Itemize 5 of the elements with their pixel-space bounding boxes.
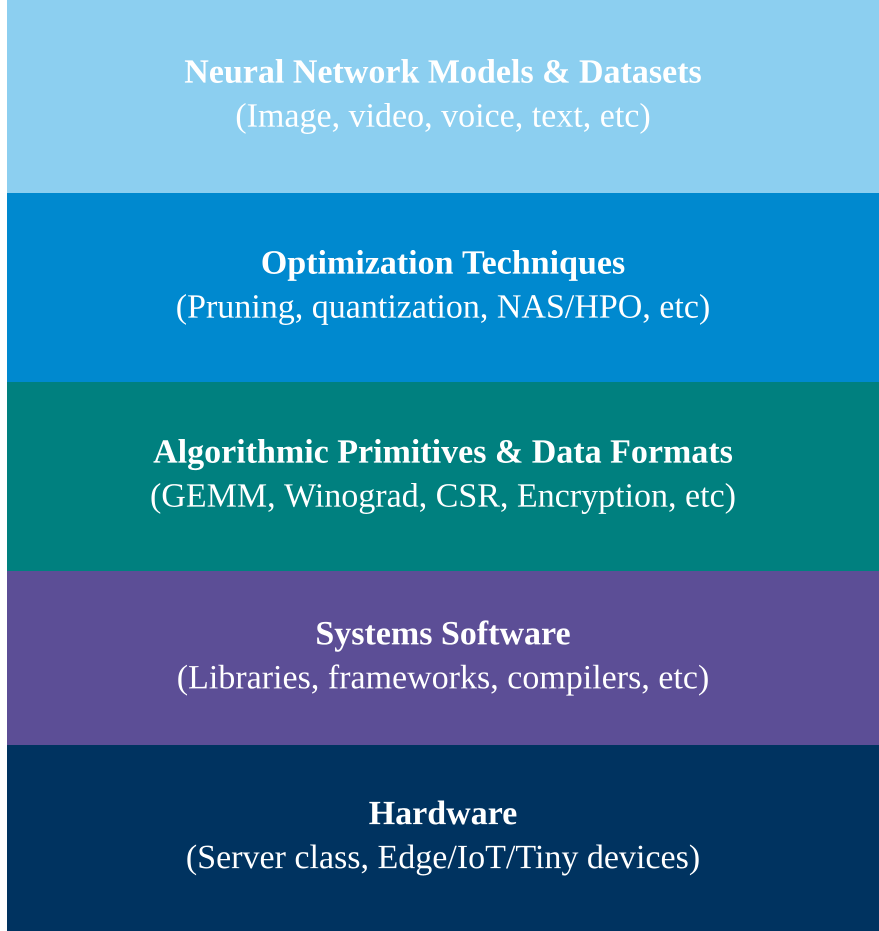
layer-band: Neural Network Models & Datasets (Image, video, voice, text, etc) xyxy=(7,0,879,193)
layer-band: Optimization Techniques (Pruning, quantization, NAS/HPO, etc) xyxy=(7,193,879,382)
layer-band: Hardware (Server class, Edge/IoT/Tiny devices) xyxy=(7,745,879,931)
layer-band: Algorithmic Primitives & Data Formats (GEMM, Winograd, CSR, Encryption, etc) xyxy=(7,382,879,571)
layer-band: Systems Software (Libraries, frameworks, compilers, etc) xyxy=(7,571,879,745)
